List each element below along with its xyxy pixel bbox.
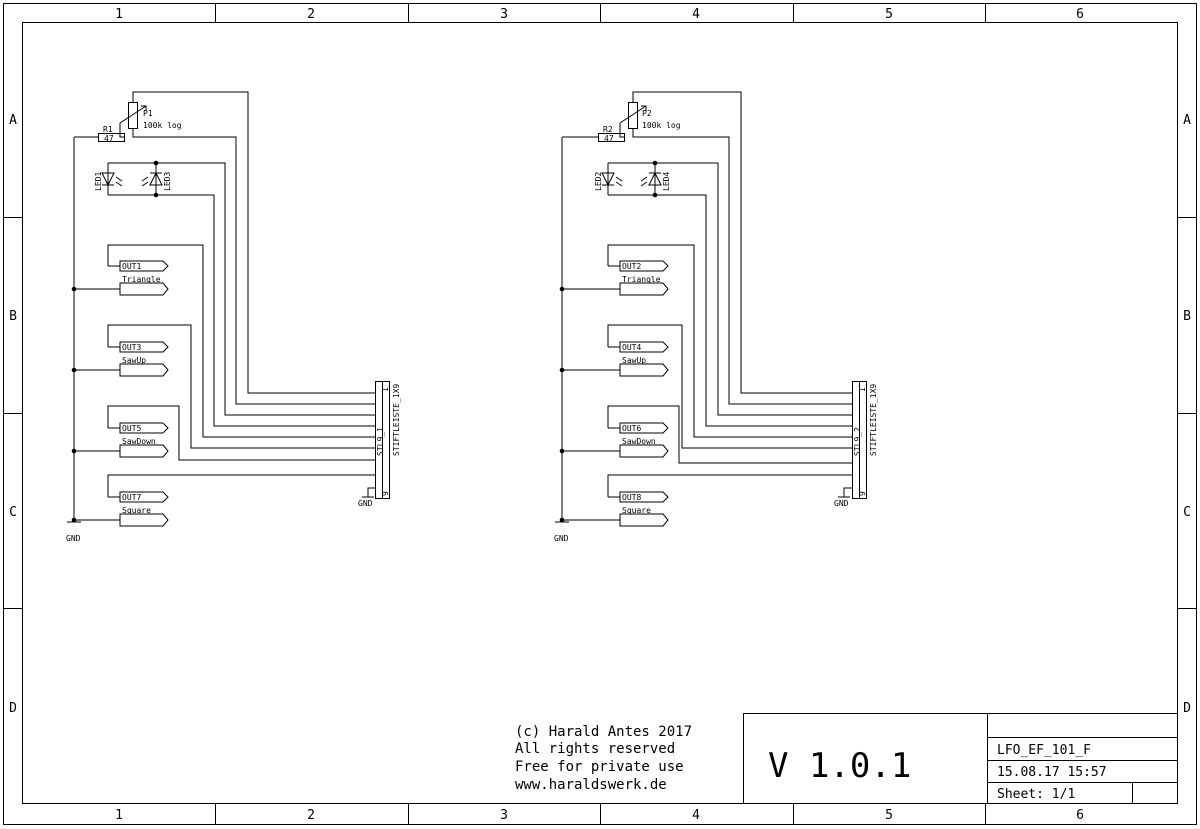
- output-label: OUT5: [122, 424, 141, 433]
- col-label-top: 2: [307, 7, 315, 22]
- pin-header: [852, 381, 867, 499]
- output-name: Square: [622, 506, 651, 515]
- row-label-right: B: [1183, 309, 1191, 324]
- output-name: Square: [122, 506, 151, 515]
- copyright-line: www.haraldswerk.de: [515, 777, 667, 793]
- output-label: OUT8: [622, 493, 641, 502]
- col-label-top: 4: [692, 7, 700, 22]
- wires: [561, 91, 852, 522]
- led-name: LED2: [594, 172, 603, 191]
- output-name: SawDown: [122, 437, 156, 446]
- drawing-frame: [3, 3, 1197, 825]
- pot-value: 100k log: [143, 121, 182, 130]
- pin-header: [375, 381, 390, 499]
- pin-number: 1: [858, 387, 867, 392]
- led-name: LED3: [163, 172, 172, 191]
- output-label: OUT7: [122, 493, 141, 502]
- output-name: SawUp: [122, 356, 146, 365]
- led-symbol: [640, 163, 662, 195]
- output-name: Triangle: [622, 275, 661, 284]
- row-label-left: B: [9, 309, 17, 324]
- copyright-line: Free for private use: [515, 759, 684, 775]
- resistor-value: 47: [604, 134, 614, 143]
- copyright-line: (c) Harald Antes 2017: [515, 724, 692, 740]
- led-symbol: [101, 163, 123, 195]
- wires: [73, 91, 375, 522]
- led-name: LED4: [662, 172, 671, 191]
- output-flags: [619, 260, 669, 527]
- potentiometer-symbol: [119, 102, 147, 129]
- led-symbol: [141, 163, 163, 195]
- sheet-number: Sheet: 1/1: [997, 787, 1075, 802]
- header-type: STIFTLEISTE_1X9: [392, 384, 401, 456]
- col-label-top: 5: [885, 7, 893, 22]
- output-name: SawUp: [622, 356, 646, 365]
- col-label-bottom: 6: [1076, 808, 1084, 823]
- header-name: STL9_1: [376, 427, 385, 456]
- gnd-symbol: [67, 496, 374, 523]
- resistor-value: 47: [104, 134, 114, 143]
- col-label-top: 1: [115, 7, 123, 22]
- row-label-left: D: [9, 701, 17, 716]
- pin-number: 1: [381, 387, 390, 392]
- gnd-label: GND: [554, 534, 569, 543]
- col-label-bottom: 2: [307, 808, 315, 823]
- gnd-symbol: [555, 496, 850, 523]
- led-name: LED1: [94, 172, 103, 191]
- drawing-name: LFO_EF_101_F: [997, 743, 1091, 758]
- pin-number: 9: [381, 491, 390, 496]
- lfo-block-2: P2 100k log R2 47 LED2 LED4 OUT2 Triang: [554, 91, 878, 543]
- col-label-bottom: 1: [115, 808, 123, 823]
- resistor-name: R1: [103, 125, 113, 134]
- header-type: STIFTLEISTE_1X9: [869, 384, 878, 456]
- output-name: SawDown: [622, 437, 656, 446]
- resistor-symbol: [98, 133, 125, 142]
- header-name: STL9_2: [853, 427, 862, 456]
- row-label-left: A: [9, 113, 17, 128]
- resistor-name: R2: [603, 125, 613, 134]
- gnd-label: GND: [66, 534, 81, 543]
- resistor-symbol: [598, 133, 625, 142]
- row-label-right: A: [1183, 113, 1191, 128]
- col-label-bottom: 5: [885, 808, 893, 823]
- copyright-note: (c) Harald Antes 2017 All rights reserve…: [515, 724, 692, 793]
- pot-value: 100k log: [642, 121, 681, 130]
- row-label-right: D: [1183, 701, 1191, 716]
- row-label-left: C: [9, 505, 17, 520]
- drawing-date: 15.08.17 15:57: [997, 765, 1107, 780]
- copyright-line: All rights reserved: [515, 741, 675, 757]
- pot-name: P2: [642, 109, 652, 118]
- gnd-label: GND: [358, 499, 373, 508]
- output-flags: [119, 260, 169, 527]
- title-block: [743, 713, 1178, 804]
- version-number: V 1.0.1: [768, 746, 911, 786]
- lfo-block-1: P1 100k log R1 47 LED1 LED3: [66, 91, 401, 543]
- output-label: OUT4: [622, 343, 641, 352]
- potentiometer-symbol: [619, 102, 647, 129]
- col-label-bottom: 4: [692, 808, 700, 823]
- output-label: OUT2: [622, 262, 641, 271]
- col-label-top: 3: [500, 7, 508, 22]
- row-label-right: C: [1183, 505, 1191, 520]
- frame-labels: 1 2 3 4 5 6 1 2 3 4 5 6 A B C D A B C D: [9, 7, 1191, 823]
- gnd-label: GND: [834, 499, 849, 508]
- led-symbol: [601, 163, 623, 195]
- pin-number: 9: [858, 491, 867, 496]
- col-label-top: 6: [1076, 7, 1084, 22]
- output-name: Triangle: [122, 275, 161, 284]
- output-label: OUT1: [122, 262, 141, 271]
- col-label-bottom: 3: [500, 808, 508, 823]
- output-label: OUT3: [122, 343, 141, 352]
- output-label: OUT6: [622, 424, 641, 433]
- pot-name: P1: [143, 109, 153, 118]
